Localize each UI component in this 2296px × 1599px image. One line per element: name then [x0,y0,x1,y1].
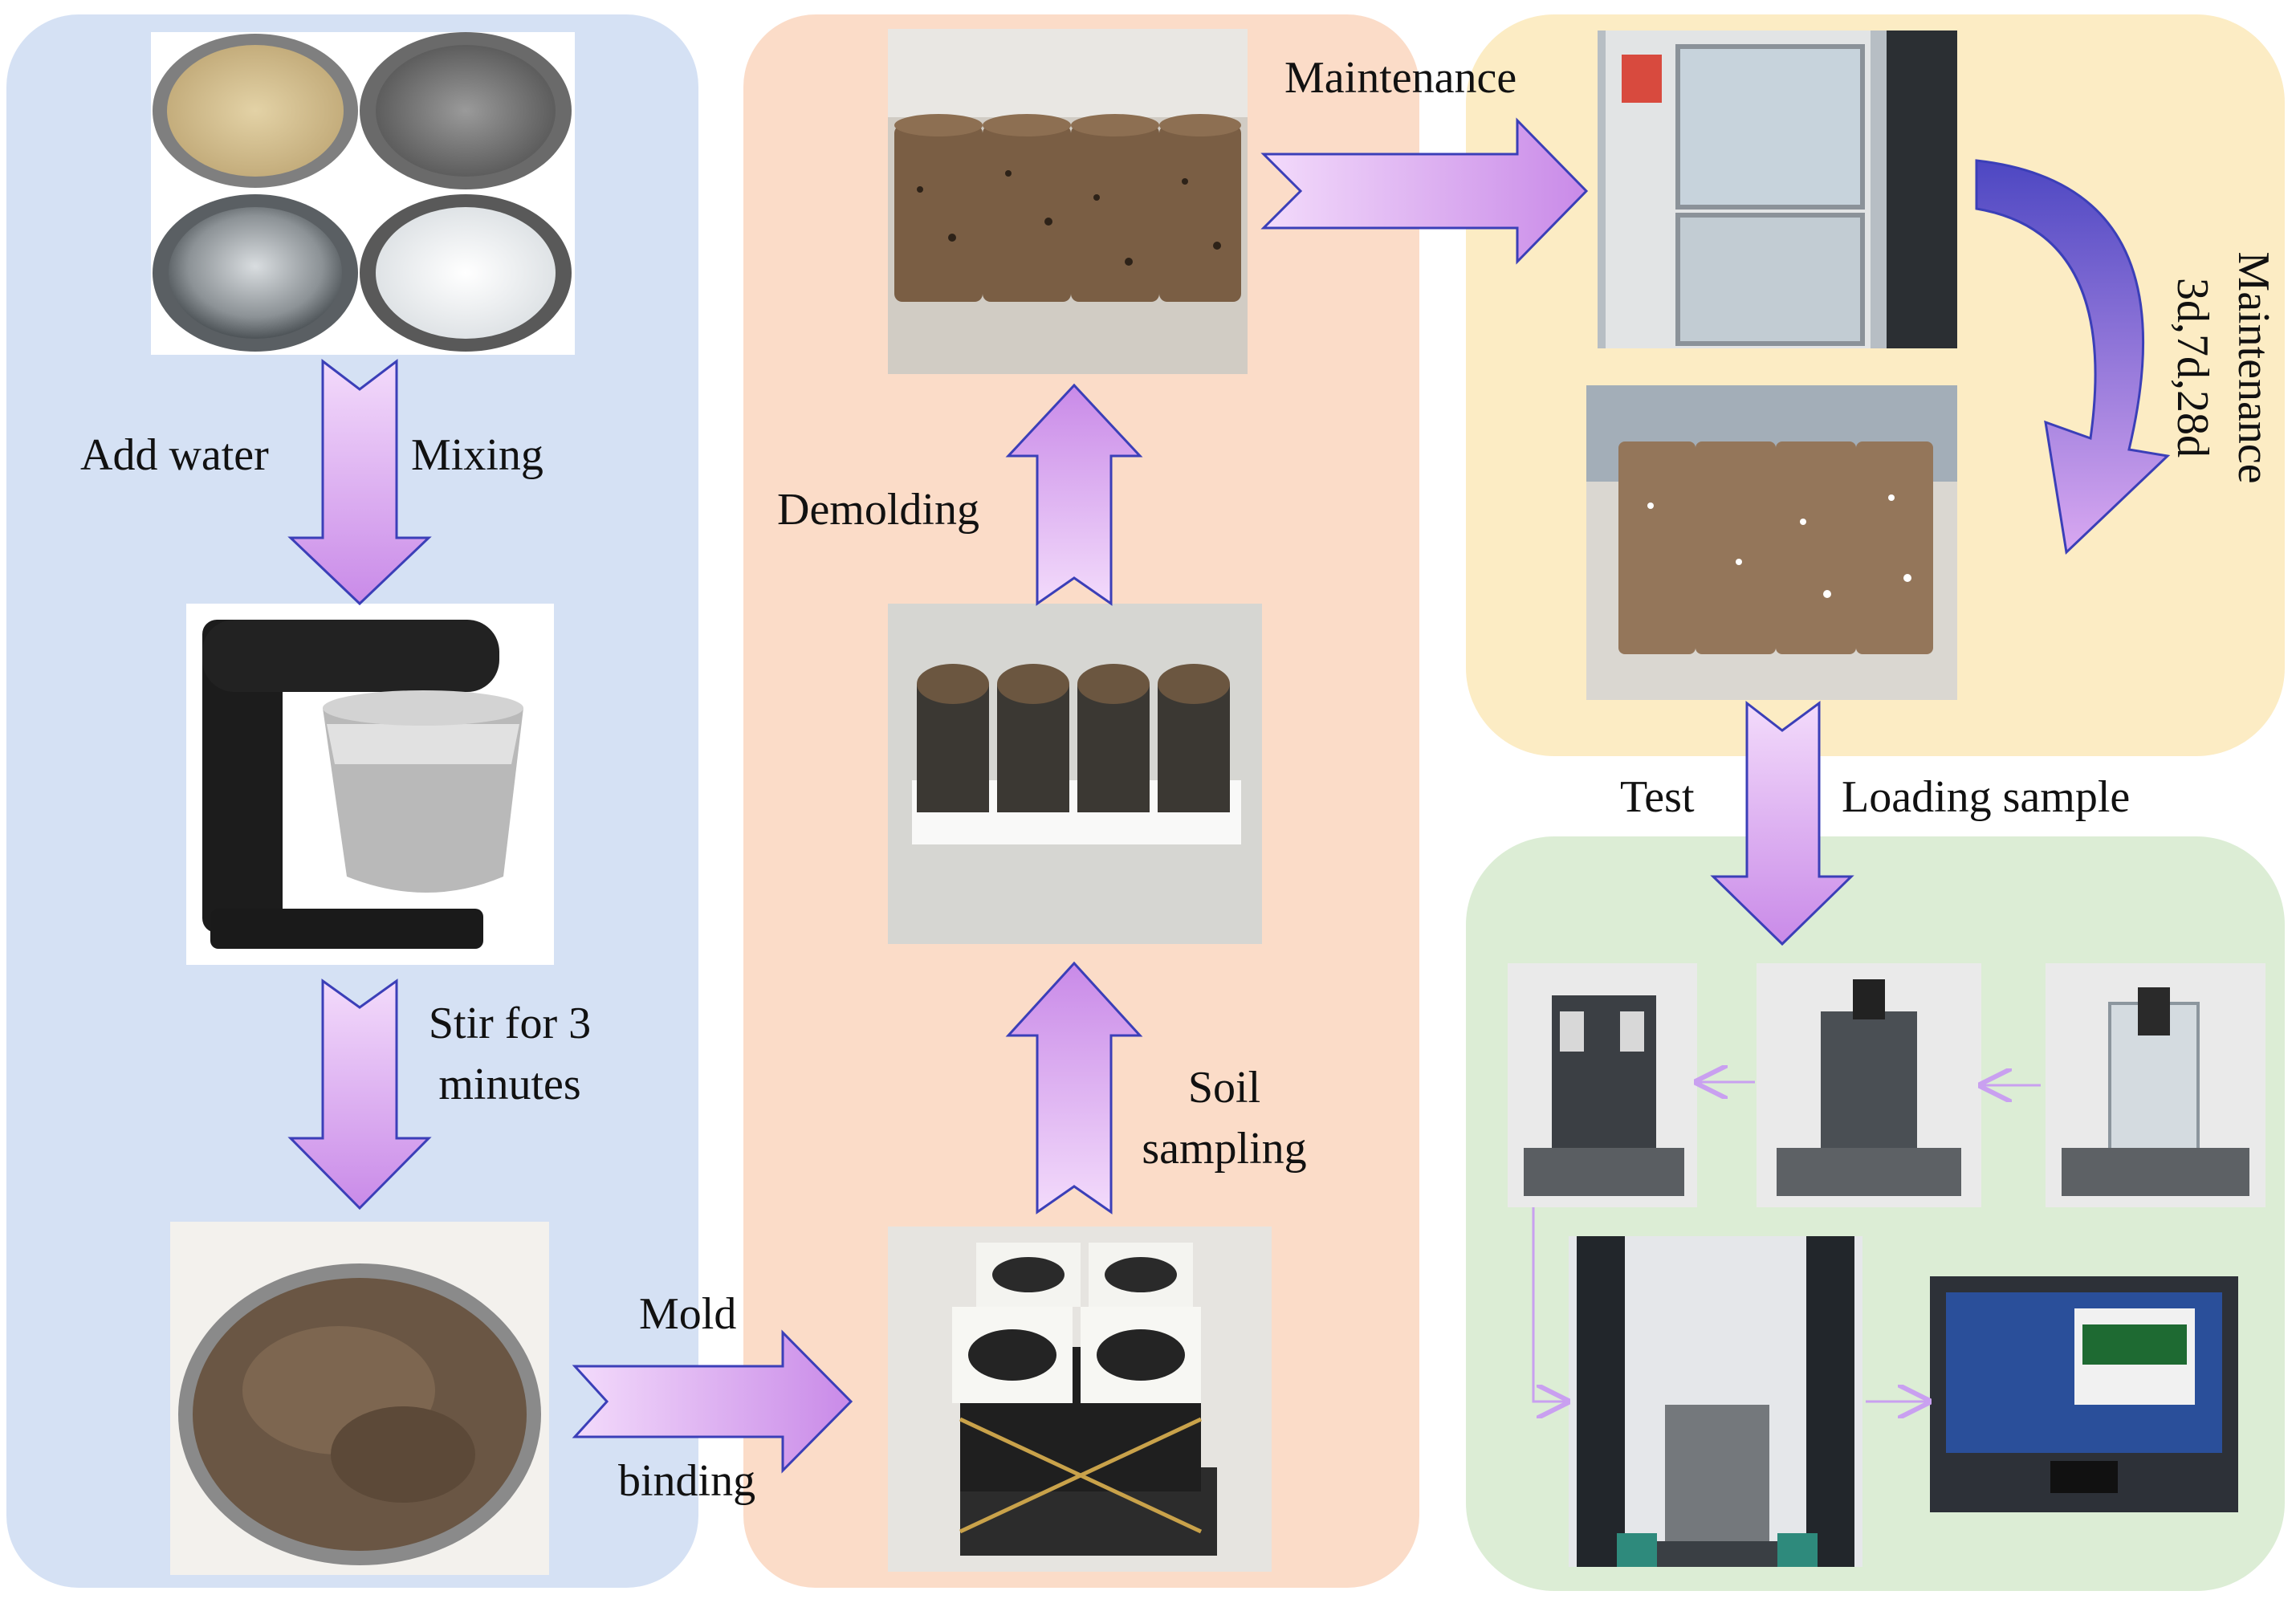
loading-frame-photo [1569,1236,1862,1567]
label-maintenance-side: Maintenance [2229,251,2278,484]
label-add-water: Add water [80,430,269,480]
slurry-photo [170,1222,549,1575]
label-loading-sample: Loading sample [1842,772,2131,822]
molds-photo [888,1227,1272,1572]
label-stir: Stir for 3 minutes [409,994,610,1115]
arrow-mold-binding [572,1329,853,1474]
arrow-stir [287,979,432,1210]
arrow-add-water-mixing [287,358,432,606]
label-demolding: Demolding [777,485,979,535]
materials-photo [151,32,575,355]
arrow-cell1-to-frame [1532,1207,1565,1402]
sampled-photo [888,604,1262,944]
label-maintenance-days: 3d,7d,28d [2168,278,2218,458]
label-soil-sampling: Soil sampling [1124,1058,1325,1179]
label-mold: Mold [639,1289,737,1339]
label-maintenance-top: Maintenance [1284,53,1517,103]
computer-photo [1930,1276,2238,1512]
triaxial-cell-2-photo [1757,963,1981,1207]
label-binding: binding [618,1456,756,1506]
arrow-demolding [1005,383,1143,606]
label-test: Test [1620,772,1695,822]
arrow-soil-sampling [1005,961,1143,1215]
triaxial-cell-1-photo [1508,963,1697,1207]
mixer-photo [186,604,554,965]
label-stir-line1: Stir for 3 [428,999,592,1048]
label-soil-line2: sampling [1142,1123,1307,1174]
label-stir-line2: minutes [438,1059,581,1109]
arrow-maintenance [1260,117,1589,265]
demolded-photo [888,29,1248,374]
label-maintenance-period: Maintenance 3d,7d,28d [2155,185,2283,551]
curing-cabinet-photo [1598,31,1957,348]
label-soil-line1: Soil [1187,1063,1261,1113]
cured-photo [1586,385,1957,700]
triaxial-cell-3-photo [2046,963,2265,1207]
arrow-curing-period [1975,159,2171,555]
label-mixing: Mixing [411,430,543,480]
arrow-test-loading [1710,700,1854,946]
